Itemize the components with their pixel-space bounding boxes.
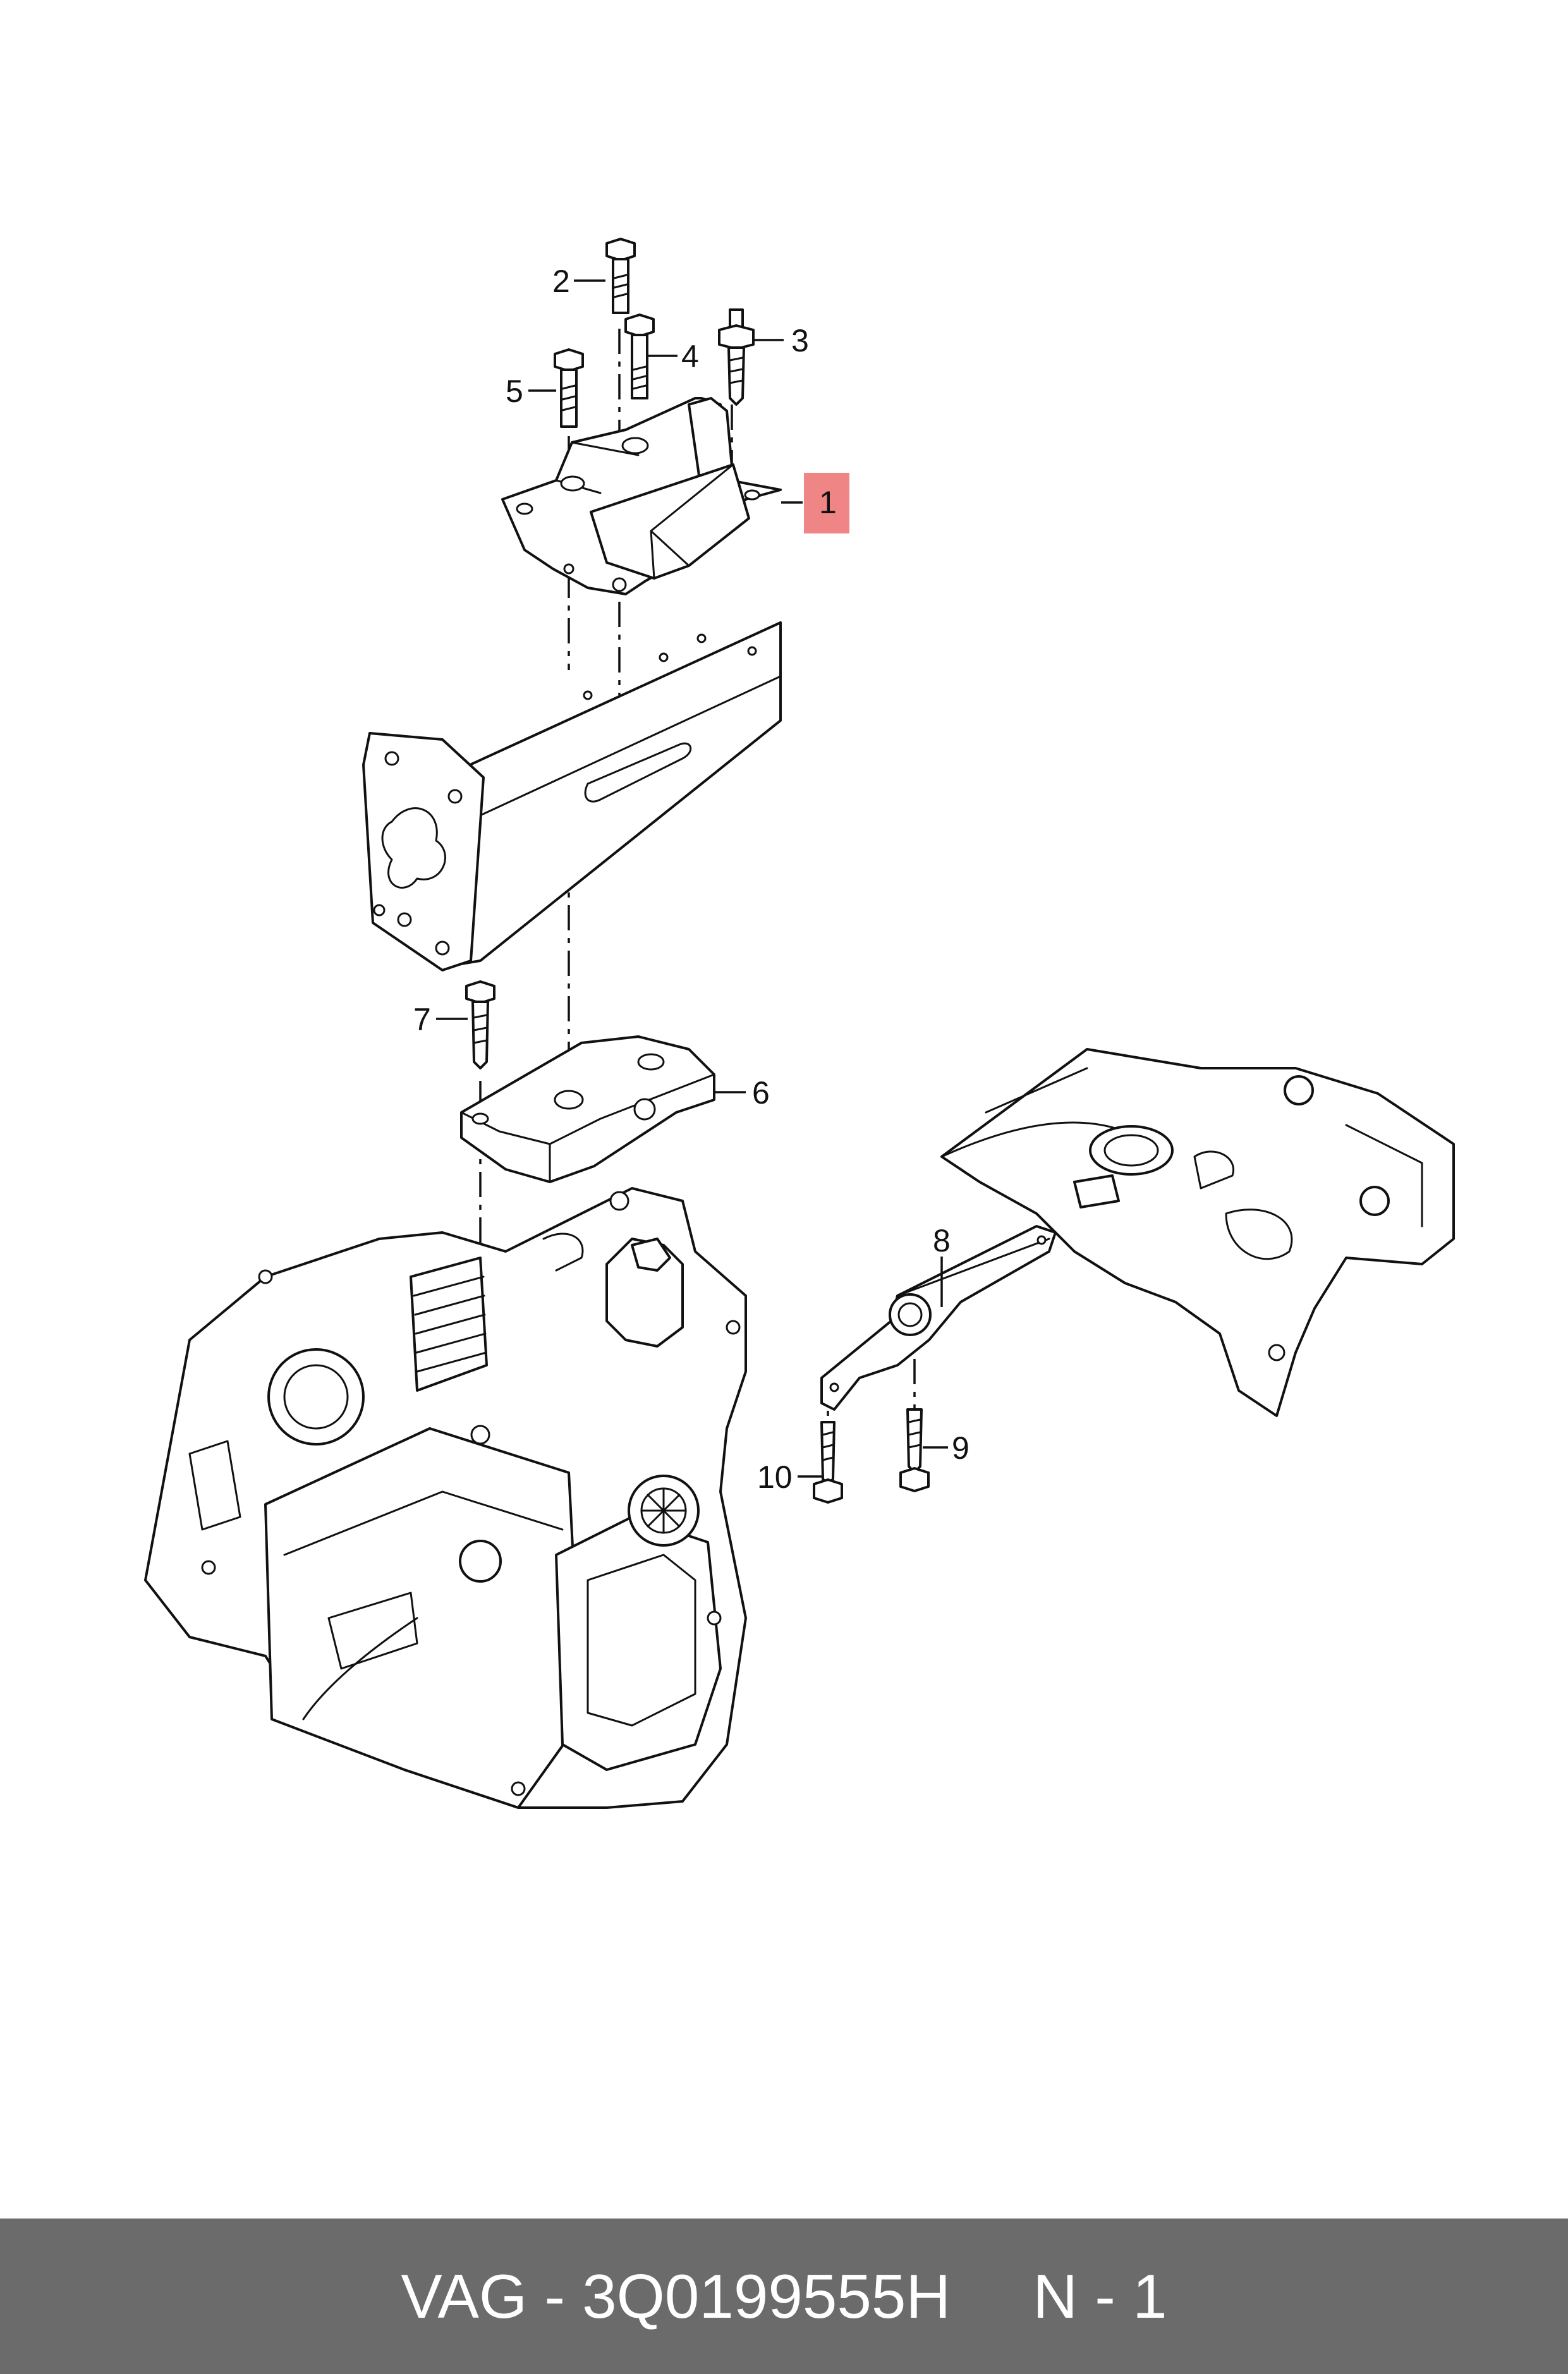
- footer-bar: VAG - 3Q0199555H N - 1: [0, 2219, 1568, 2374]
- part-1-transmission-mount: [501, 397, 782, 595]
- bolt-2: [605, 238, 636, 314]
- footer-part-number: VAG - 3Q0199555H: [401, 2261, 951, 2331]
- cross-member-beam: [362, 621, 782, 971]
- exploded-parts-diagram: 2 3 4 5 1 6 7 8 9 10: [144, 238, 1455, 1809]
- footer-quantity: N - 1: [1033, 2261, 1167, 2331]
- gearbox: [144, 1187, 747, 1809]
- callout-1: 1: [819, 485, 837, 520]
- part-8-pendulum-support: [820, 1225, 1057, 1411]
- subframe: [940, 1048, 1455, 1417]
- callout-4: 4: [681, 339, 699, 374]
- bolt-3: [718, 308, 755, 406]
- callout-5: 5: [506, 374, 523, 409]
- callouts: 2 3 4 5 1 6 7 8 9 10: [413, 264, 969, 1495]
- callout-2: 2: [552, 264, 570, 299]
- callout-6: 6: [752, 1075, 770, 1111]
- callout-1-highlight: [804, 473, 849, 533]
- callout-7: 7: [413, 1002, 431, 1037]
- part-6-bracket: [460, 1035, 715, 1183]
- bolt-5: [554, 348, 584, 428]
- bolt-10: [813, 1421, 843, 1504]
- bolt-4: [624, 313, 655, 399]
- bolt-9: [899, 1408, 930, 1492]
- callout-10: 10: [757, 1459, 793, 1495]
- bolt-7: [465, 980, 495, 1069]
- callout-9: 9: [952, 1430, 969, 1466]
- callout-8: 8: [933, 1223, 951, 1258]
- callout-3: 3: [791, 323, 809, 358]
